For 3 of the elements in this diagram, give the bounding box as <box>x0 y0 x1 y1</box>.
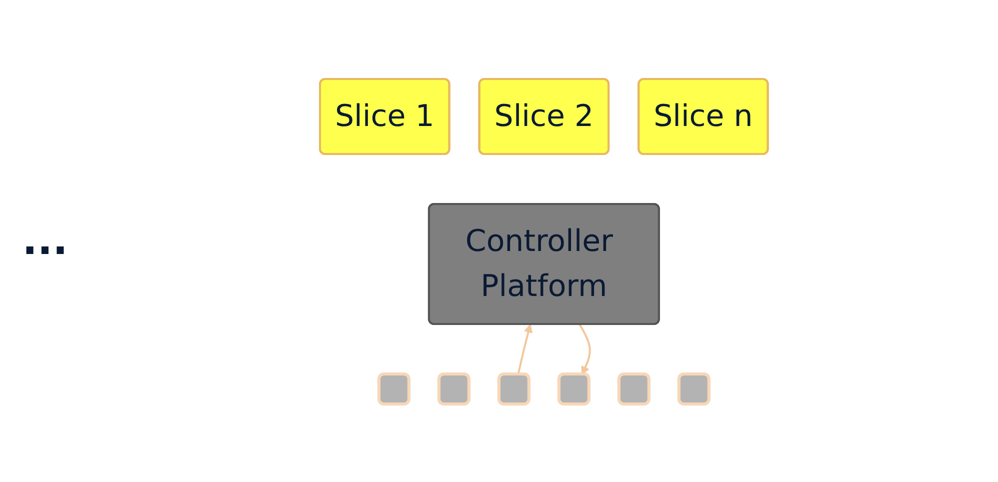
arrow <box>517 324 533 374</box>
ellipsis-text: ... <box>21 218 69 264</box>
arrow <box>578 324 591 374</box>
